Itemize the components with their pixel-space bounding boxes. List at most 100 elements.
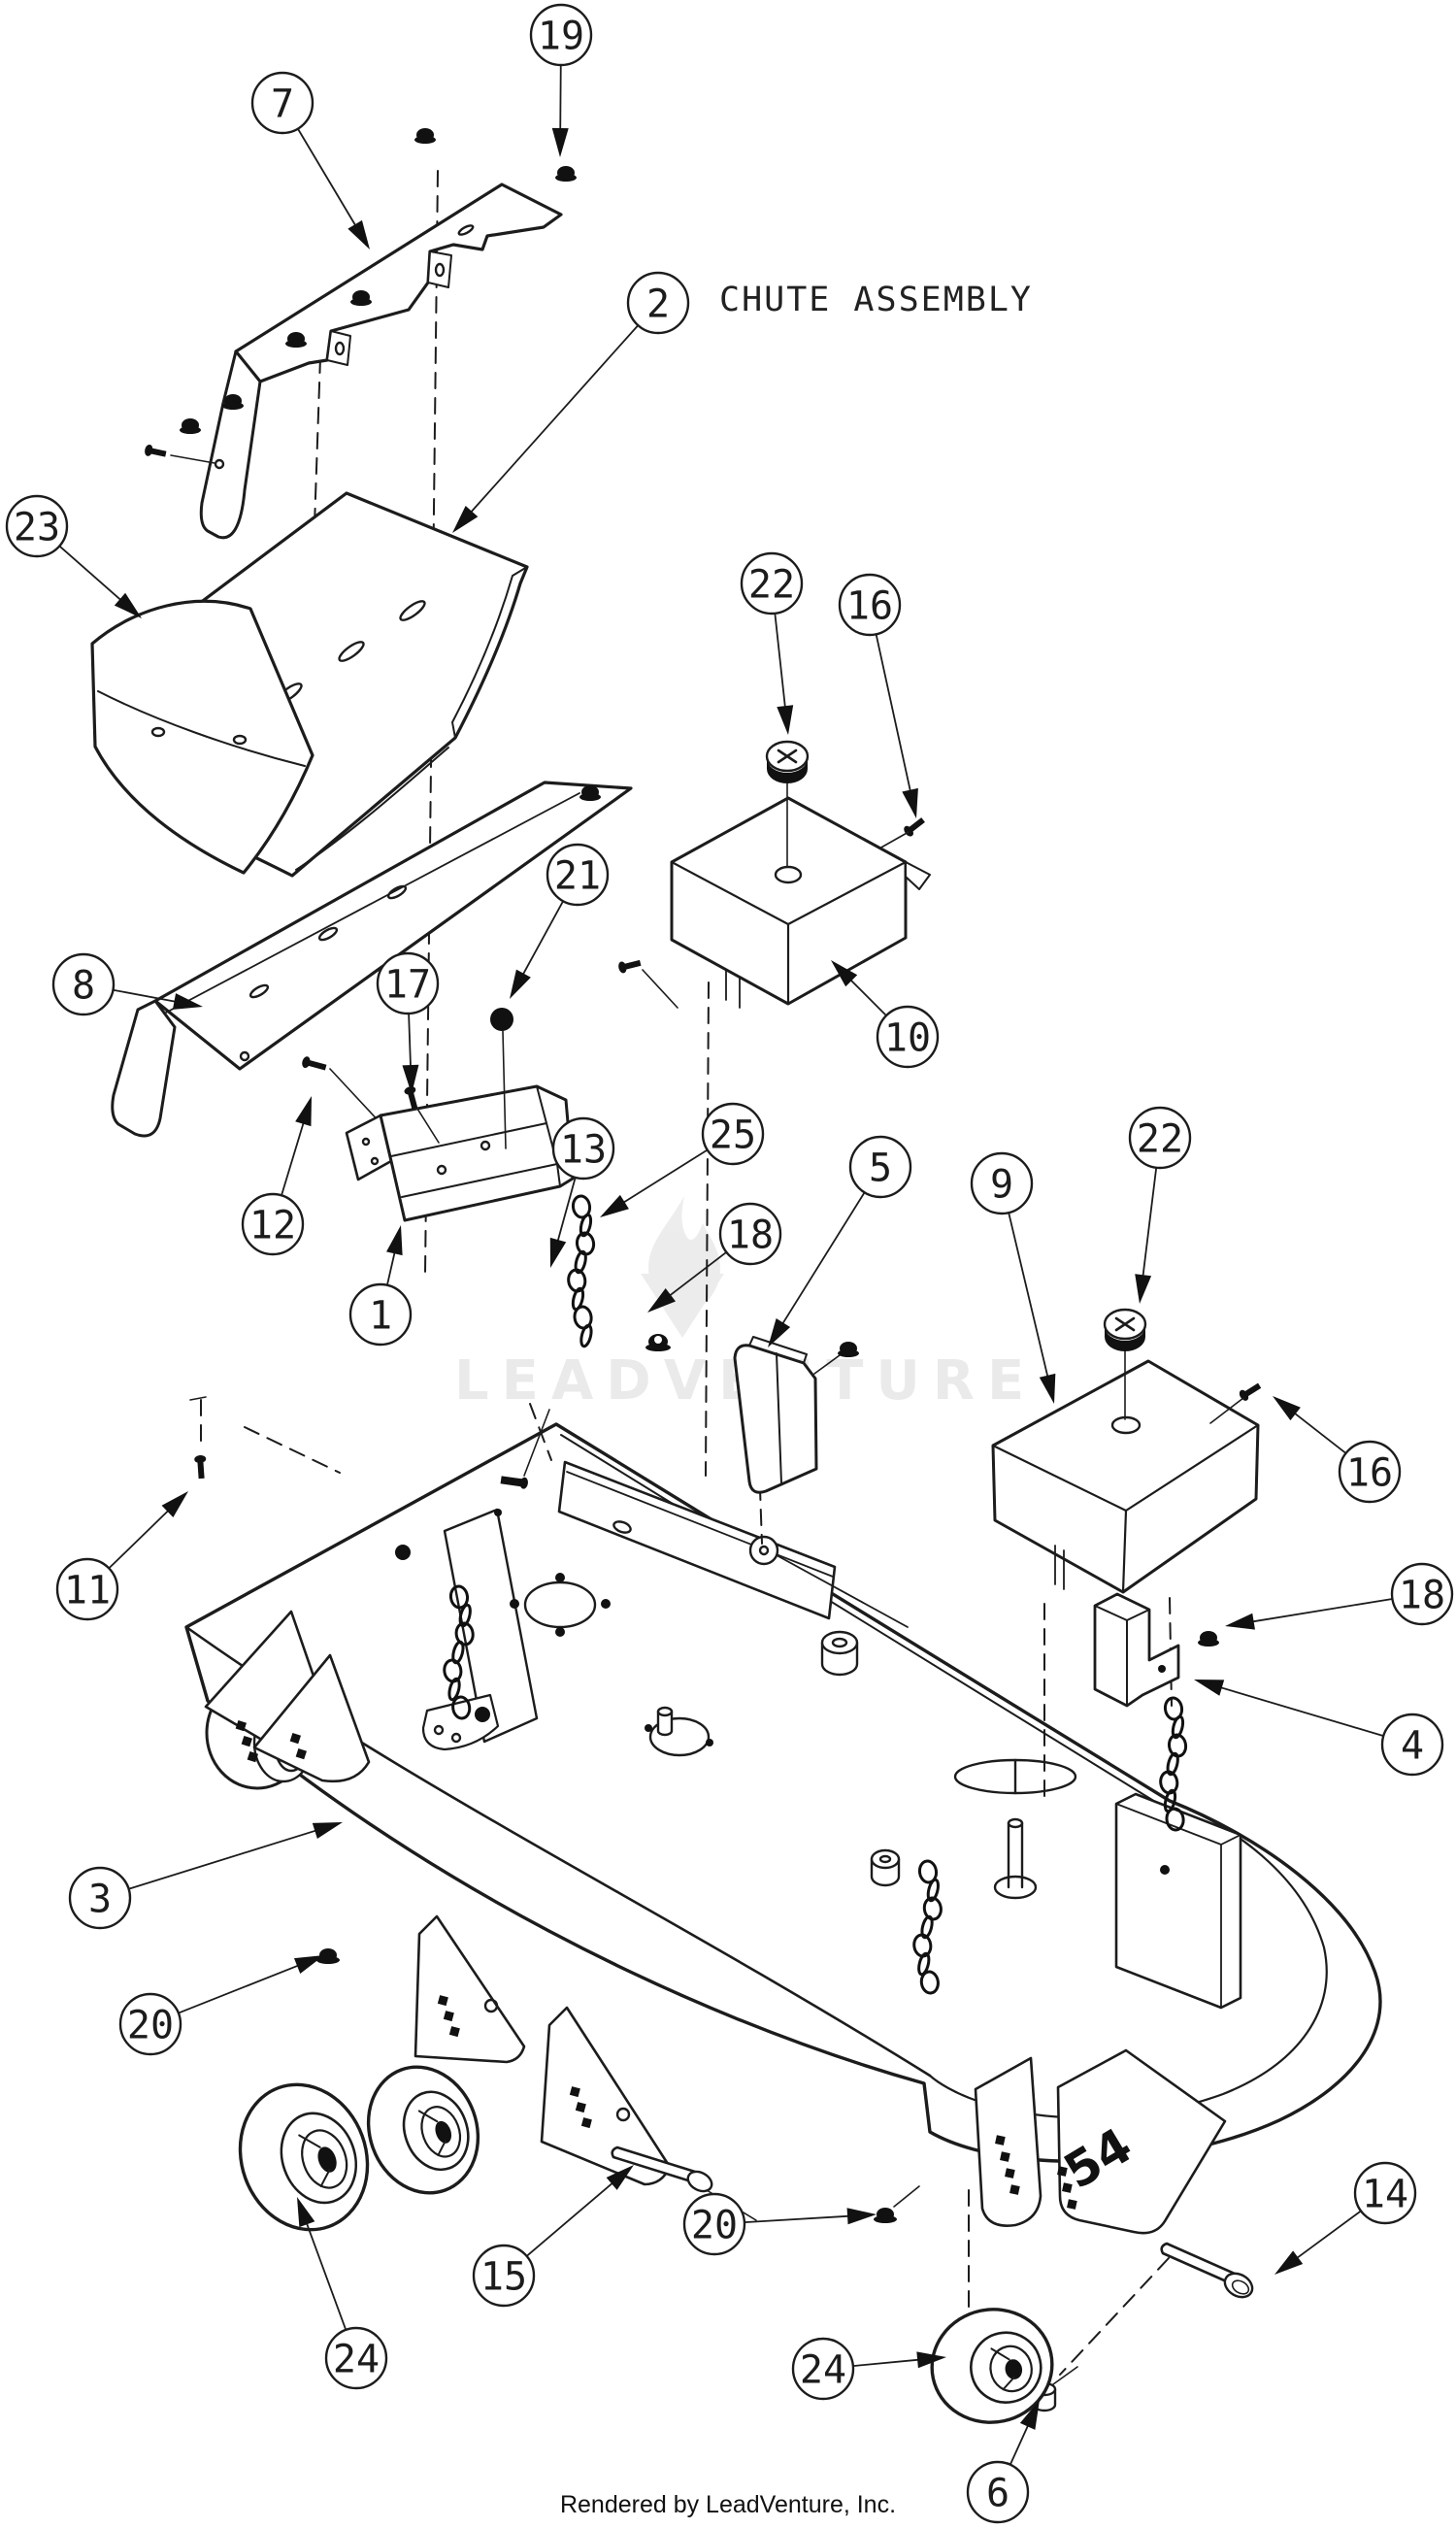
callout-number: 10 [884, 1015, 931, 1060]
callout-circle[interactable] [55, 1557, 119, 1621]
part-3-mower-deck: 54 [184, 1409, 1382, 2235]
callout-circle[interactable] [529, 3, 593, 67]
leader-line [281, 1122, 305, 1197]
leader-line [471, 324, 640, 513]
callout-circle[interactable] [718, 1202, 782, 1266]
callout-2[interactable]: 2 [452, 271, 690, 533]
callout-number: 15 [480, 2254, 527, 2299]
callout-1[interactable]: 1 [348, 1225, 413, 1347]
callout-16[interactable]: 16 [838, 573, 918, 818]
callout-circle[interactable] [970, 1151, 1034, 1215]
callout-circle[interactable] [546, 843, 610, 907]
callout-21[interactable]: 21 [510, 843, 610, 999]
leader-line [559, 64, 562, 129]
callout-number: 22 [1137, 1116, 1183, 1161]
callout-circle[interactable] [51, 952, 116, 1016]
part-7-chute-cover-bracket [145, 128, 577, 540]
arrowhead-icon [916, 2351, 946, 2369]
arrowhead-icon [452, 505, 479, 533]
leader-line [774, 612, 786, 708]
callout-circle[interactable] [682, 2192, 746, 2256]
callout-22[interactable]: 22 [740, 551, 804, 735]
callout-16[interactable]: 16 [1273, 1396, 1402, 1504]
arrowhead-icon [347, 219, 370, 249]
arrowhead-icon [777, 705, 794, 735]
callout-number: 7 [271, 82, 294, 126]
callout-3[interactable]: 3 [68, 1822, 343, 1930]
callout-circle[interactable] [348, 1282, 413, 1347]
callout-18[interactable]: 18 [1225, 1562, 1454, 1630]
callout-22[interactable]: 22 [1128, 1106, 1192, 1304]
front-caster-assembly [204, 1610, 490, 1790]
callout-circle[interactable] [791, 2337, 855, 2401]
callout-circle[interactable] [118, 1992, 182, 2056]
part-1-channel-bracket [345, 1008, 575, 1222]
part-24-caster-wheel [366, 2065, 480, 2195]
arrowhead-icon [172, 993, 203, 1010]
arrowhead-icon [293, 1955, 324, 1974]
callout-circle[interactable] [5, 494, 69, 558]
callout-7[interactable]: 7 [250, 71, 370, 249]
callout-18[interactable]: 18 [647, 1202, 782, 1313]
callout-circle[interactable] [1338, 1440, 1402, 1504]
callout-13[interactable]: 13 [549, 1116, 615, 1268]
callout-circle[interactable] [848, 1135, 912, 1199]
callout-circle[interactable] [250, 71, 314, 135]
callout-20[interactable]: 20 [118, 1955, 324, 2056]
arrowhead-icon [386, 1225, 403, 1256]
callout-circle[interactable] [376, 951, 440, 1015]
part-4-latch-bracket [1093, 1592, 1219, 1708]
callout-24[interactable]: 24 [791, 2337, 946, 2401]
callout-10[interactable]: 10 [831, 960, 940, 1069]
callout-circle[interactable] [838, 573, 902, 637]
callout-circle[interactable] [1390, 1562, 1454, 1626]
callout-12[interactable]: 12 [241, 1096, 312, 1256]
callout-number: 19 [538, 14, 584, 58]
callout-19[interactable]: 19 [529, 3, 593, 157]
arrowhead-icon [846, 2208, 877, 2225]
callout-6[interactable]: 6 [966, 2400, 1040, 2524]
leader-line [112, 988, 176, 1003]
callout-20[interactable]: 20 [682, 2192, 877, 2256]
leader-line [669, 1250, 728, 1296]
callout-circle[interactable] [740, 551, 804, 615]
leader-line [850, 980, 887, 1016]
callout-15[interactable]: 15 [472, 2165, 634, 2308]
callout-circle[interactable] [1128, 1106, 1192, 1170]
callout-5[interactable]: 5 [768, 1135, 912, 1347]
callout-24[interactable]: 24 [297, 2197, 388, 2390]
callout-circle[interactable] [1353, 2161, 1417, 2225]
callout-number: 14 [1362, 2172, 1408, 2216]
callout-circle[interactable] [701, 1102, 765, 1166]
callout-25[interactable]: 25 [600, 1102, 765, 1217]
leader-line [1294, 1413, 1347, 1454]
callout-23[interactable]: 23 [5, 494, 142, 618]
part-11-screw [194, 1455, 207, 1480]
callout-11[interactable]: 11 [55, 1491, 188, 1621]
watermark-logo-icon [641, 1196, 724, 1338]
callout-circle[interactable] [626, 271, 690, 335]
callout-circle[interactable] [241, 1192, 305, 1256]
callout-number: 17 [384, 962, 431, 1007]
callout-14[interactable]: 14 [1274, 2161, 1417, 2275]
arrowhead-icon [1274, 2250, 1304, 2275]
arrowhead-icon [768, 1318, 791, 1347]
callout-circle[interactable] [876, 1005, 940, 1069]
part-8-mount-bracket [111, 781, 678, 1138]
arrowhead-icon [510, 969, 531, 999]
callout-number: 5 [869, 1146, 892, 1190]
callout-circle[interactable] [966, 2460, 1030, 2524]
callout-circle[interactable] [68, 1866, 132, 1930]
arrowhead-icon [831, 960, 858, 987]
callout-circle[interactable] [324, 2326, 388, 2390]
callout-circle[interactable] [551, 1116, 615, 1181]
callout-9[interactable]: 9 [970, 1151, 1056, 1404]
callout-8[interactable]: 8 [51, 952, 203, 1016]
callout-4[interactable]: 4 [1194, 1680, 1444, 1777]
arrowhead-icon [549, 1237, 567, 1268]
callout-circle[interactable] [472, 2244, 536, 2308]
leader-line [108, 1511, 169, 1570]
callout-circle[interactable] [1380, 1713, 1444, 1777]
callout-17[interactable]: 17 [376, 951, 440, 1094]
